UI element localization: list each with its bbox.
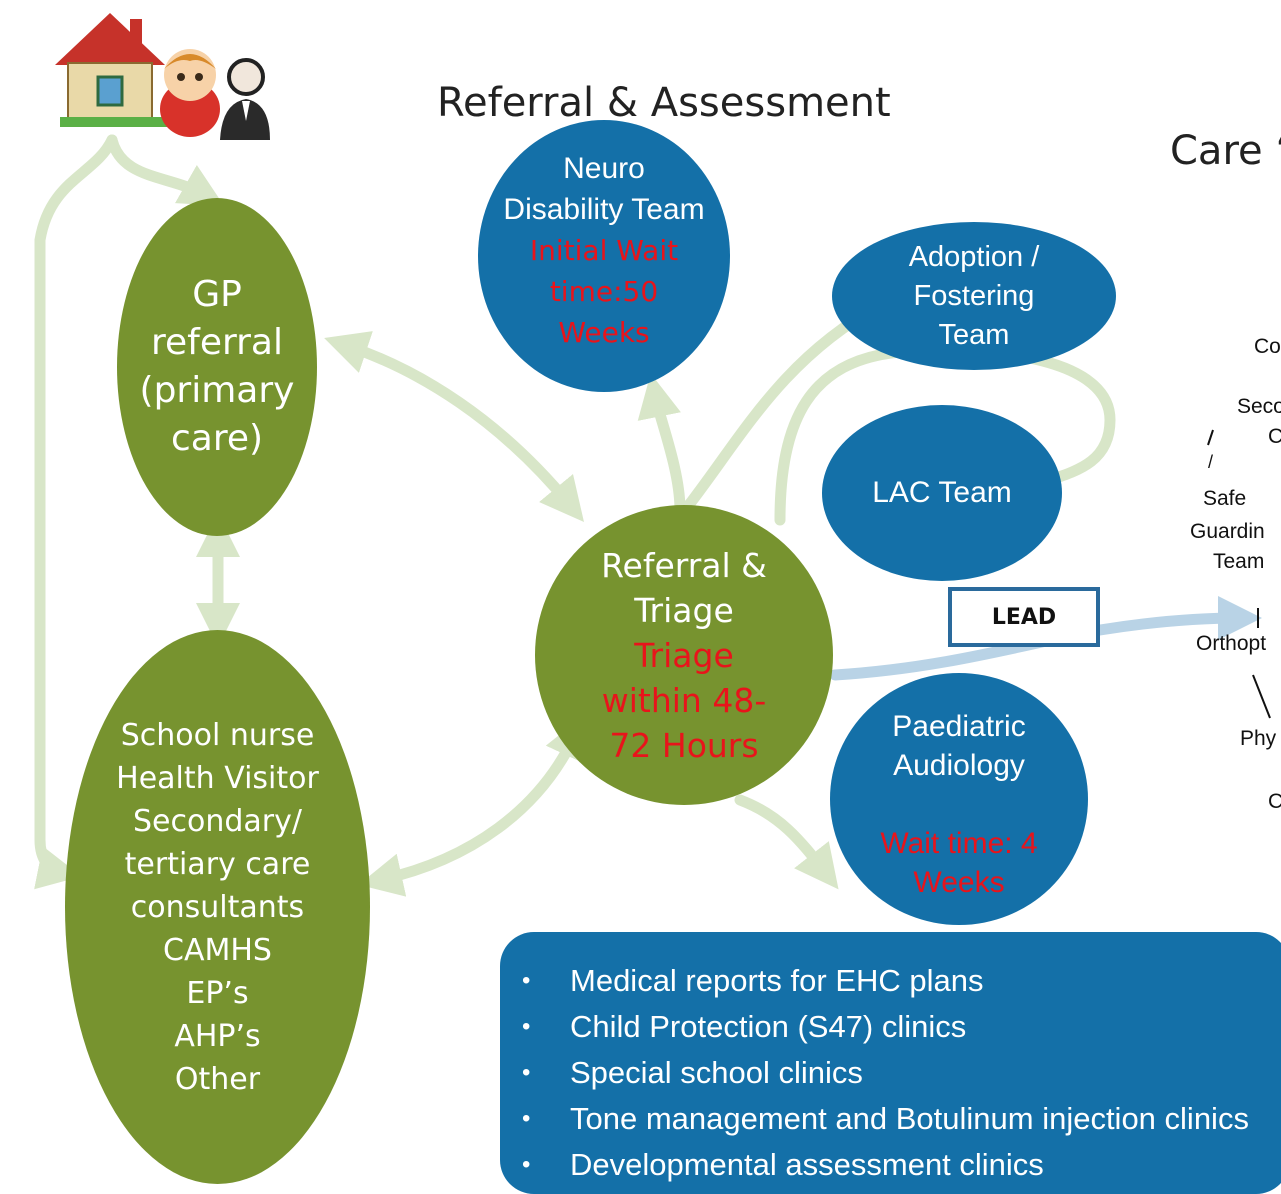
adoption-fostering-node: Adoption / Fostering Team <box>832 222 1116 370</box>
node-line: Secondary/ <box>133 803 302 839</box>
node-line: Team <box>938 318 1010 351</box>
node-line: Health Visitor <box>116 760 319 796</box>
bullet-icon: • <box>522 1059 531 1086</box>
node-line: referral <box>150 322 283 363</box>
lac-team-node: LAC Team <box>822 405 1062 581</box>
care-label: Co <box>1254 335 1281 358</box>
care-label: C <box>1268 425 1281 448</box>
node-line: Paediatric <box>892 710 1026 743</box>
node-line: Other <box>174 1061 261 1097</box>
care-title: Care ‘ <box>1170 128 1281 174</box>
node-line: care) <box>170 418 264 459</box>
referral-triage-node: Referral & Triage Triage within 48- 72 H… <box>535 505 833 805</box>
care-label: / <box>1208 452 1214 472</box>
clinic-item: •Child Protection (S47) clinics <box>522 1004 1281 1050</box>
baby-icon <box>160 49 220 137</box>
lead-label: LEAD <box>991 604 1057 630</box>
node-line: Disability Team <box>503 193 705 226</box>
arrow-school-triage <box>358 715 586 897</box>
arrow-triage-adoption <box>679 294 900 516</box>
arrow-triage-neuro <box>637 373 686 516</box>
care-connector-slash <box>1207 429 1214 446</box>
family-icon-group <box>50 5 270 145</box>
triage-wait-line: Triage <box>634 635 734 675</box>
house-icon <box>55 13 168 127</box>
triage-wait-line: 72 Hours <box>609 725 759 765</box>
neuro-wait-line: Weeks <box>558 316 650 349</box>
audiology-wait-line: Wait time: 4 <box>880 827 1038 860</box>
diagram-title: Referral & Assessment <box>437 80 891 126</box>
audiology-wait-line: Weeks <box>913 866 1005 899</box>
school-nurse-node: School nurse Health Visitor Secondary/ t… <box>65 630 370 1184</box>
neuro-wait-line: Initial Wait <box>529 234 679 267</box>
node-line: EP’s <box>186 975 249 1011</box>
arrow-home-to-gp <box>106 134 225 206</box>
lead-label-box: LEAD <box>948 587 1100 647</box>
clinic-item: •Special school clinics <box>522 1050 1281 1096</box>
neuro-wait-line: time:50 <box>549 275 659 308</box>
node-line: GP <box>192 274 242 315</box>
node-line: Fostering <box>913 279 1035 312</box>
arrow-triage-audiology <box>734 794 839 890</box>
node-line: Neuro <box>563 152 645 185</box>
node-line: CAMHS <box>163 932 272 968</box>
bullet-icon: • <box>522 1013 531 1040</box>
node-line: AHP’s <box>174 1018 261 1054</box>
node-line: tertiary care <box>124 846 311 882</box>
care-label: Seco <box>1237 395 1281 418</box>
clinic-item: •Tone management and Botulinum injection… <box>522 1096 1281 1142</box>
care-label: Team <box>1213 550 1265 573</box>
node-line: School nurse <box>120 717 315 753</box>
neuro-disability-node: Neuro Disability Team Initial Wait time:… <box>478 120 730 392</box>
care-connector-backslash <box>1252 674 1271 719</box>
care-label: C <box>1268 790 1281 813</box>
triage-wait-line: within 48- <box>601 680 767 720</box>
arrow-home-to-school <box>34 134 118 890</box>
bullet-icon: • <box>522 1105 531 1132</box>
care-label: Guardin <box>1190 520 1265 543</box>
node-line: Adoption / <box>908 240 1040 273</box>
arrow-gp-triage <box>324 331 584 522</box>
care-label: Phy <box>1240 727 1277 750</box>
bullet-icon: • <box>522 1151 531 1178</box>
care-label: Safe <box>1203 487 1247 510</box>
clinics-panel: •Medical reports for EHC plans •Child Pr… <box>500 932 1281 1194</box>
clinic-item: •Medical reports for EHC plans <box>522 958 1281 1004</box>
gp-referral-node: GP referral (primary care) <box>117 198 317 536</box>
node-line: LAC Team <box>872 476 1012 509</box>
person-icon <box>220 58 270 140</box>
care-label: Orthopt <box>1196 632 1267 655</box>
clinic-item: •Developmental assessment clinics <box>522 1142 1281 1188</box>
node-line: (primary <box>139 370 295 411</box>
node-line: Referral & <box>601 545 767 585</box>
paediatric-audiology-node: Paediatric Audiology Wait time: 4 Weeks <box>830 673 1088 925</box>
node-line: Triage <box>634 590 734 630</box>
node-line: consultants <box>130 889 305 925</box>
node-line: Audiology <box>893 749 1025 782</box>
bullet-icon: • <box>522 967 531 994</box>
